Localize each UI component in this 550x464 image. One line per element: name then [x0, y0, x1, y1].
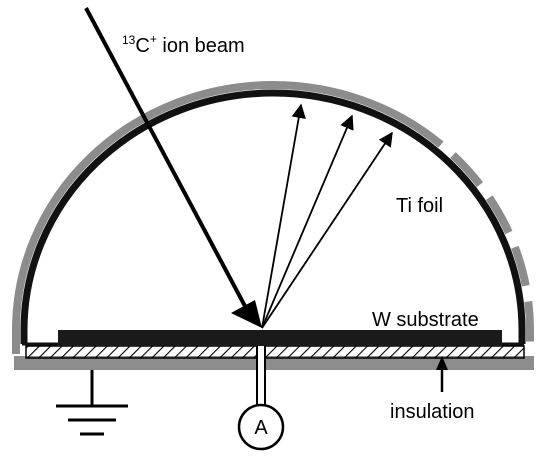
ti-foil-dome	[20, 89, 526, 344]
scatter-arrow-3	[261, 131, 393, 329]
outer-shield-base	[14, 356, 534, 370]
ti-foil-label: Ti foil	[396, 195, 443, 217]
ammeter-wire	[256, 346, 266, 406]
ammeter-label: A	[254, 417, 268, 439]
w-substrate-label: W substrate	[372, 309, 479, 331]
outer-shield-dome	[12, 81, 534, 354]
outer-shield	[12, 81, 534, 370]
incoming-ion-beam	[84, 7, 262, 328]
scatter-arrow-2	[261, 114, 354, 329]
insulation-pointer	[436, 356, 448, 392]
insulation-label: insulation	[390, 401, 475, 423]
scatter-arrow-1	[261, 103, 306, 329]
insulation-layer	[25, 345, 525, 359]
scattered-arrows	[261, 103, 393, 329]
ground-symbol-icon	[56, 370, 128, 436]
beam-arrowhead	[231, 300, 262, 328]
w-substrate	[58, 330, 502, 346]
ti-foil	[20, 89, 526, 346]
beam-label: 13C+ ion beam	[122, 32, 245, 57]
ammeter-icon: A	[237, 403, 285, 451]
